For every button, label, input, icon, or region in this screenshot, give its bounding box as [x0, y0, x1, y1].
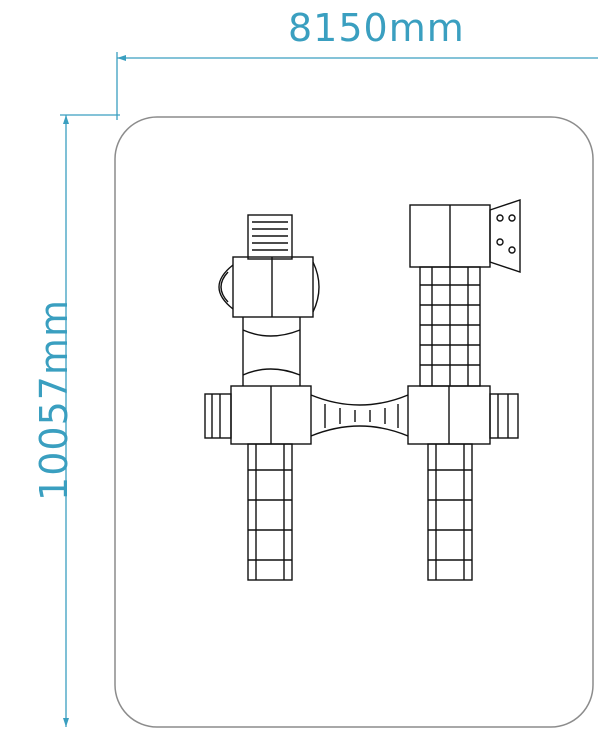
right-lower-tower [407, 385, 519, 581]
left-lower-tower [204, 385, 312, 581]
width-dimension-label: 8150mm [288, 6, 465, 50]
center-bridge [310, 394, 409, 437]
right-upper-tower [409, 199, 521, 387]
left-upper-tower [218, 214, 320, 386]
width-dimension-line [116, 52, 598, 120]
height-dimension-label: 10057mm [32, 299, 76, 501]
height-dimension-line [60, 114, 120, 727]
safety-area-outline [114, 116, 594, 728]
